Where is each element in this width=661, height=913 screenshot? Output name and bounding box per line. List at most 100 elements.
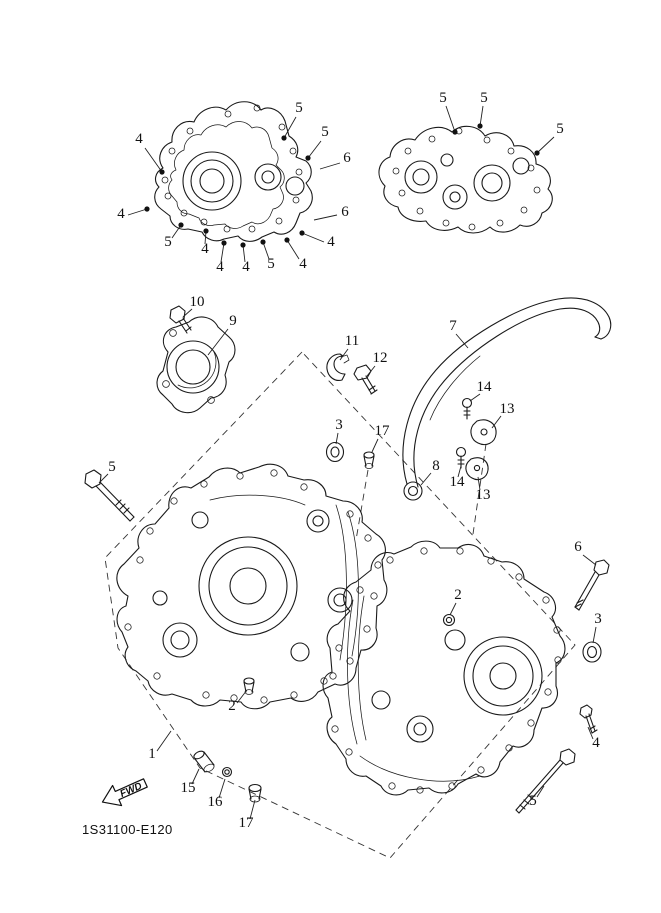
bolt-5-right [515, 748, 576, 814]
callout-5: 5 [529, 793, 537, 809]
leader-line [249, 799, 256, 820]
bolt-12 [353, 364, 378, 395]
leader-line [457, 465, 462, 478]
leader-line [445, 105, 456, 133]
callout-4: 4 [216, 259, 224, 275]
callout-6: 6 [341, 204, 349, 220]
callout-4: 4 [201, 241, 209, 257]
leader-line [156, 730, 172, 752]
breather-hose-7 [402, 297, 612, 488]
leader-dot [284, 237, 290, 243]
leader-line [335, 432, 339, 445]
fwd-arrow: FWD [101, 778, 148, 807]
bolt-10 [169, 305, 192, 334]
leader-line [207, 328, 229, 356]
leader-line [286, 239, 300, 260]
callout-6: 6 [343, 150, 351, 166]
callout-11: 11 [345, 333, 359, 349]
leader-dot [240, 242, 246, 248]
leader-line [236, 689, 248, 704]
callout-6: 6 [574, 539, 582, 555]
leader-line [455, 333, 469, 349]
callout-4: 4 [135, 131, 143, 147]
leader-line [339, 348, 349, 361]
leader-dot [452, 129, 458, 135]
callout-4: 4 [117, 206, 125, 222]
oil-seal-3-right [582, 641, 602, 663]
leader-dot [159, 169, 165, 175]
leader-line [218, 778, 226, 799]
bolt-4-right [579, 704, 598, 734]
leader-dot [144, 206, 150, 212]
callout-leader-lines [98, 105, 597, 820]
leader-line [592, 626, 597, 644]
leader-line [98, 473, 109, 484]
callout-5: 5 [321, 124, 329, 140]
callout-17: 17 [239, 815, 255, 831]
callout-3: 3 [335, 417, 343, 433]
leader-dot [281, 135, 287, 141]
callout-7: 7 [449, 318, 457, 334]
dowel-17 [363, 451, 375, 469]
callout-9: 9 [229, 313, 237, 329]
leader-line [182, 308, 193, 318]
leader-line [371, 438, 379, 453]
callout-12: 12 [373, 350, 388, 366]
dowel-2b [442, 613, 456, 627]
leader-line [582, 554, 597, 566]
dowel-2a [243, 677, 255, 695]
callout-5: 5 [267, 256, 275, 272]
callout-13: 13 [500, 401, 515, 417]
leader-line [587, 726, 594, 740]
callout-5: 5 [108, 459, 116, 475]
leader-line [366, 365, 376, 377]
crankcase-left-half [116, 463, 388, 710]
callout-5: 5 [480, 90, 488, 106]
leader-line [536, 136, 555, 154]
oil-seal-3 [325, 441, 345, 463]
callout-17: 17 [375, 423, 391, 439]
leader-line [262, 241, 270, 260]
leader-line [127, 208, 148, 216]
callout-14: 14 [450, 474, 466, 490]
leader-line [307, 140, 322, 159]
leader-dot [305, 155, 311, 161]
callout-15: 15 [181, 780, 196, 796]
leader-line [449, 602, 457, 616]
callout-10: 10 [190, 294, 205, 310]
leader-line [283, 116, 297, 139]
assembly-dashed-outline [104, 351, 576, 859]
leader-dot [534, 150, 540, 156]
fwd-label: FWD [119, 781, 144, 800]
callout-2: 2 [228, 698, 236, 714]
bracket-13b [465, 457, 489, 481]
leader-dot [221, 240, 227, 246]
callout-13: 13 [476, 487, 491, 503]
crankcase-cover-front-view [154, 101, 313, 242]
bracket-13a [470, 419, 497, 446]
dowel-15 [193, 750, 215, 773]
callout-1: 1 [148, 746, 156, 762]
leader-line [536, 785, 545, 798]
screw-14a [461, 397, 473, 420]
leader-dot [477, 123, 483, 129]
crankcase-right-half [322, 540, 566, 796]
leader-dot [203, 228, 209, 234]
hose-joint-8 [403, 481, 423, 501]
clamp-11 [326, 353, 350, 381]
callout-3: 3 [594, 611, 602, 627]
callout-4: 4 [592, 735, 600, 751]
callout-2: 2 [454, 587, 462, 603]
leader-line [420, 472, 432, 486]
callout-5: 5 [295, 100, 303, 116]
leader-line [479, 105, 484, 127]
leader-line [491, 415, 502, 429]
callout-16: 16 [208, 794, 224, 810]
callout-5: 5 [164, 234, 172, 250]
callout-8: 8 [432, 458, 440, 474]
callout-4: 4 [242, 259, 250, 275]
leader-line [319, 162, 341, 170]
